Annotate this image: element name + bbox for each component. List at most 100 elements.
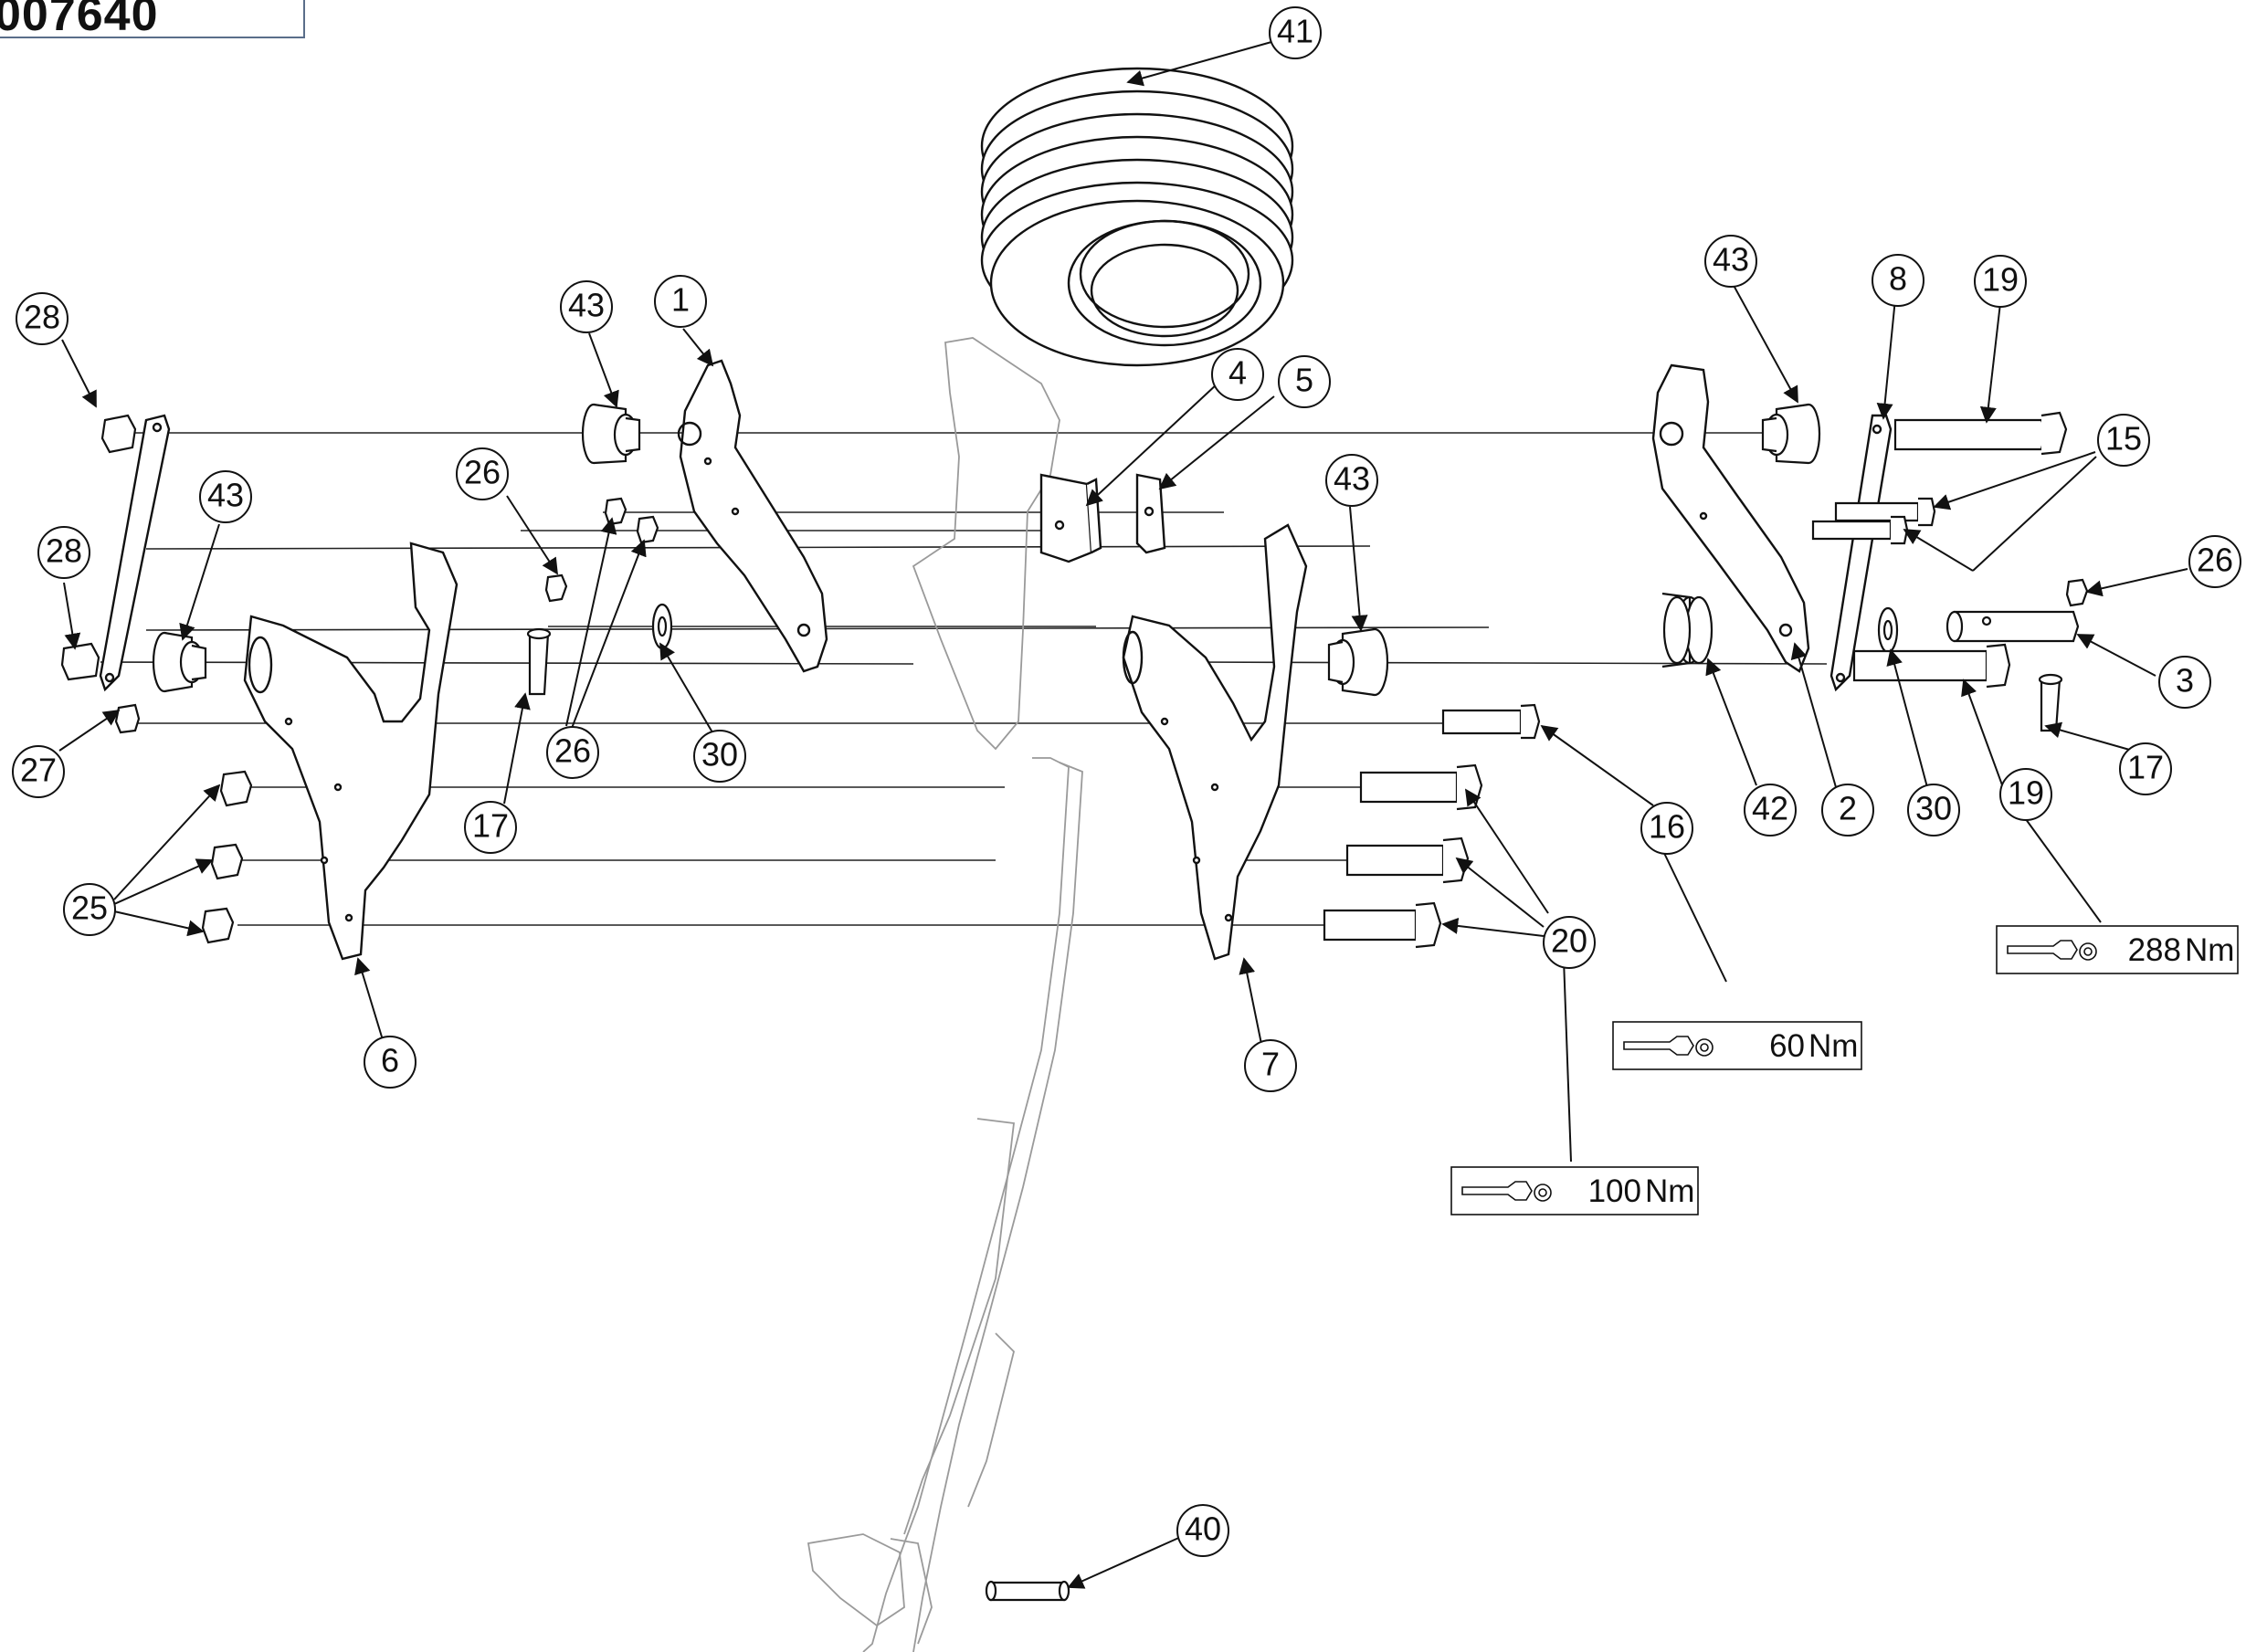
plate-7 [1122,523,1308,961]
links [99,414,1893,692]
callout-circle [2158,656,2211,709]
torque-wrench-icon [2007,940,2097,961]
callout-number: 7 [1261,1046,1280,1083]
callout-number: 43 [568,287,605,324]
torque-wrench-icon [1461,1181,1552,1202]
callout-number: 15 [2105,420,2142,458]
callout-c25: 25 [63,883,116,936]
callout-c43d: 43 [199,470,252,523]
callout-circle [546,726,599,779]
shank-assembly [807,337,1083,1652]
callout-c43c: 43 [1325,454,1378,507]
callout-number: 40 [1185,1510,1221,1548]
callout-number: 42 [1752,790,1788,827]
callout-c17b: 17 [2119,742,2172,795]
callout-circle [37,526,90,579]
callout-number: 1 [671,281,690,319]
callout-number: 25 [71,889,108,927]
callout-number: 30 [701,736,738,773]
torque-unit: Nm [1808,1028,1858,1064]
callout-c6: 6 [364,1036,417,1089]
callout-circle [1269,6,1322,59]
callout-number: 27 [20,752,57,789]
callout-number: 17 [2127,749,2164,786]
torque-value: 288 [2128,932,2181,968]
callout-circle [1974,255,2027,308]
drawing-number-box [0,0,305,38]
torque-frame [1612,1021,1862,1070]
callout-number: 41 [1277,13,1313,50]
compression-spring [980,67,1294,367]
plate-2 [1651,363,1810,673]
callout-c19b: 19 [1999,768,2052,821]
torque-unit: Nm [1645,1173,1694,1209]
callout-circle [2119,742,2172,795]
callout-number: 6 [381,1042,399,1079]
callout-c1: 1 [654,275,707,328]
callout-number: 26 [464,454,501,491]
callout-c26a: 26 [2188,535,2241,588]
callout-circle [456,447,509,500]
callout-c16: 16 [1640,802,1693,855]
callout-circle [12,745,65,798]
callout-c7: 7 [1244,1039,1297,1092]
callout-c30a: 30 [693,730,746,783]
callout-circle [16,292,69,345]
callout-c3: 3 [2158,656,2211,709]
callout-circle [63,883,116,936]
callout-c41: 41 [1269,6,1322,59]
callout-number: 8 [1889,260,1907,298]
hardware [60,403,2089,1602]
callout-c26b: 26 [456,447,509,500]
callout-c43a: 43 [560,280,613,333]
callout-number: 16 [1649,808,1685,846]
callout-number: 5 [1295,362,1313,399]
callout-c40: 40 [1176,1504,1229,1557]
callout-c27: 27 [12,745,65,798]
callout-leader-lines [58,41,2188,1589]
callout-c8: 8 [1872,254,1924,307]
callout-circle [464,801,517,854]
torque-value: 60 [1769,1028,1805,1064]
spacer-blocks [1039,473,1166,563]
torque-value: 100 [1588,1173,1641,1209]
callout-number: 20 [1551,922,1587,960]
callout-c15: 15 [2097,414,2150,467]
callout-number: 26 [554,732,591,770]
callout-circle [1325,454,1378,507]
callout-c28b: 28 [37,526,90,579]
callout-c28a: 28 [16,292,69,345]
callout-circle [1278,355,1331,408]
callout-circle [1999,768,2052,821]
callout-number: 26 [2197,542,2233,579]
callout-number: 43 [1334,460,1370,498]
callout-number: 43 [1713,241,1749,279]
callout-c19a: 19 [1974,255,2027,308]
callout-circle [1543,916,1596,969]
callout-circle [2188,535,2241,588]
callout-circle [2097,414,2150,467]
callout-number: 43 [207,477,244,514]
callout-number: 28 [46,532,82,570]
plate-6 [243,542,459,961]
callout-circle [1704,235,1757,288]
callout-c43b: 43 [1704,235,1757,288]
callout-number: 4 [1228,354,1247,392]
callout-circle [1821,784,1874,837]
torque-wrench-icon [1623,1036,1713,1057]
callout-number: 3 [2176,662,2194,700]
callout-c17a: 17 [464,801,517,854]
callout-circle [364,1036,417,1089]
torque-frame [1996,925,2239,974]
callout-circle [1872,254,1924,307]
callout-circle [654,275,707,328]
callout-circle [1176,1504,1229,1557]
callout-c5: 5 [1278,355,1331,408]
callout-circle [1907,784,1960,837]
torque-unit: Nm [2185,932,2234,968]
